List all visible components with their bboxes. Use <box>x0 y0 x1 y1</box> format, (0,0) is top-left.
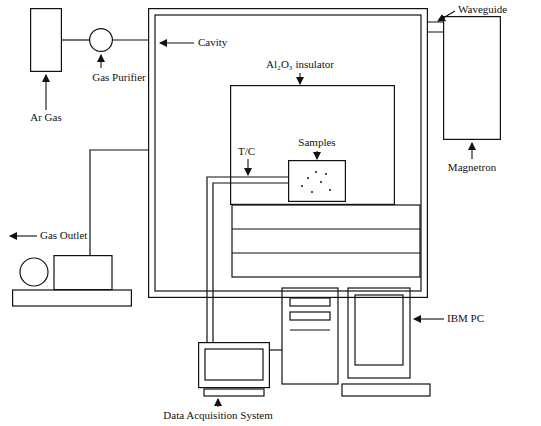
das-monitor <box>199 343 270 388</box>
leader-arrow <box>45 75 46 110</box>
pc-monitor <box>348 288 410 378</box>
pc-shape <box>280 286 432 398</box>
samples-shape <box>288 160 346 202</box>
part-label: IBM PC <box>447 312 484 325</box>
connector-line <box>428 22 443 32</box>
leader-arrow <box>299 73 300 84</box>
leader-arrow <box>100 55 101 68</box>
cavity-shape <box>148 8 428 298</box>
magnetron-shape <box>443 16 501 140</box>
circle-shape <box>89 28 113 52</box>
leader-arrow <box>471 143 472 159</box>
pump-base <box>13 290 132 306</box>
sample-dot <box>307 177 309 179</box>
part-label: Waveguide <box>458 3 507 16</box>
part-label: Gas Purifier <box>92 71 145 84</box>
cylinder-node: Ar Gas <box>30 8 62 72</box>
support-layer <box>232 228 420 229</box>
insulator-box <box>231 86 395 205</box>
leader-arrow <box>217 399 218 407</box>
part-label: Ar Gas <box>30 111 61 124</box>
support-stack <box>232 205 420 277</box>
drive-slot <box>290 329 330 330</box>
purifier-circle <box>90 29 113 52</box>
connector-line <box>90 150 148 255</box>
pc-screen <box>355 295 403 365</box>
drive-bay <box>290 312 330 320</box>
support-layer <box>232 252 420 253</box>
das-node: Data Acquisition System <box>198 342 270 397</box>
das-screen <box>205 349 263 380</box>
part-label: T/C <box>238 145 255 158</box>
sample-crucible <box>289 161 346 202</box>
sample-dot <box>311 191 313 193</box>
part-label: Gas Outlet <box>40 229 87 242</box>
part-label: Magnetron <box>448 161 496 174</box>
cylinder-shape <box>30 8 62 72</box>
leader-arrow <box>414 318 444 319</box>
pc-tower <box>282 288 338 384</box>
connector-line <box>270 349 282 350</box>
samples-node: Samples <box>288 160 346 202</box>
part-label: Samples <box>298 136 335 149</box>
das-shape <box>198 342 270 397</box>
pc-keyboard <box>342 384 430 396</box>
leader-arrow <box>160 42 194 43</box>
magnetron-node: Magnetron <box>443 16 501 140</box>
pc-node: IBM PC <box>280 286 432 398</box>
sample-dot <box>325 173 327 175</box>
pump-body <box>54 256 112 290</box>
pump-motor <box>20 258 48 286</box>
part-label: Cavity <box>198 36 227 49</box>
circle-node: Gas Purifier <box>89 28 113 52</box>
sample-dot <box>320 181 322 183</box>
leader-arrow <box>316 151 317 159</box>
cavity-wall <box>149 9 428 298</box>
cavity-wall <box>155 15 421 291</box>
cavity-node: CavityAl₂O₃ insulatorSamples <box>148 8 428 298</box>
sample-dot <box>301 185 303 187</box>
part-label: Al₂O₃ insulator <box>266 58 334 71</box>
thermocouple-wire <box>213 183 288 342</box>
leader-arrow <box>247 159 248 175</box>
pump-node: Gas Outlet <box>12 255 132 307</box>
part-label: Data Acquisition System <box>163 409 272 422</box>
das-base <box>204 389 264 396</box>
pump-shape <box>12 255 132 307</box>
sample-dot <box>329 189 331 191</box>
sample-dot <box>315 171 317 173</box>
connector-line <box>62 39 89 40</box>
thermocouple-wire <box>207 177 288 342</box>
gas-cylinder <box>31 9 62 72</box>
drive-bay <box>290 298 330 306</box>
magnetron-box <box>444 17 501 140</box>
leader-arrow <box>10 235 37 236</box>
connector-line <box>113 39 148 40</box>
